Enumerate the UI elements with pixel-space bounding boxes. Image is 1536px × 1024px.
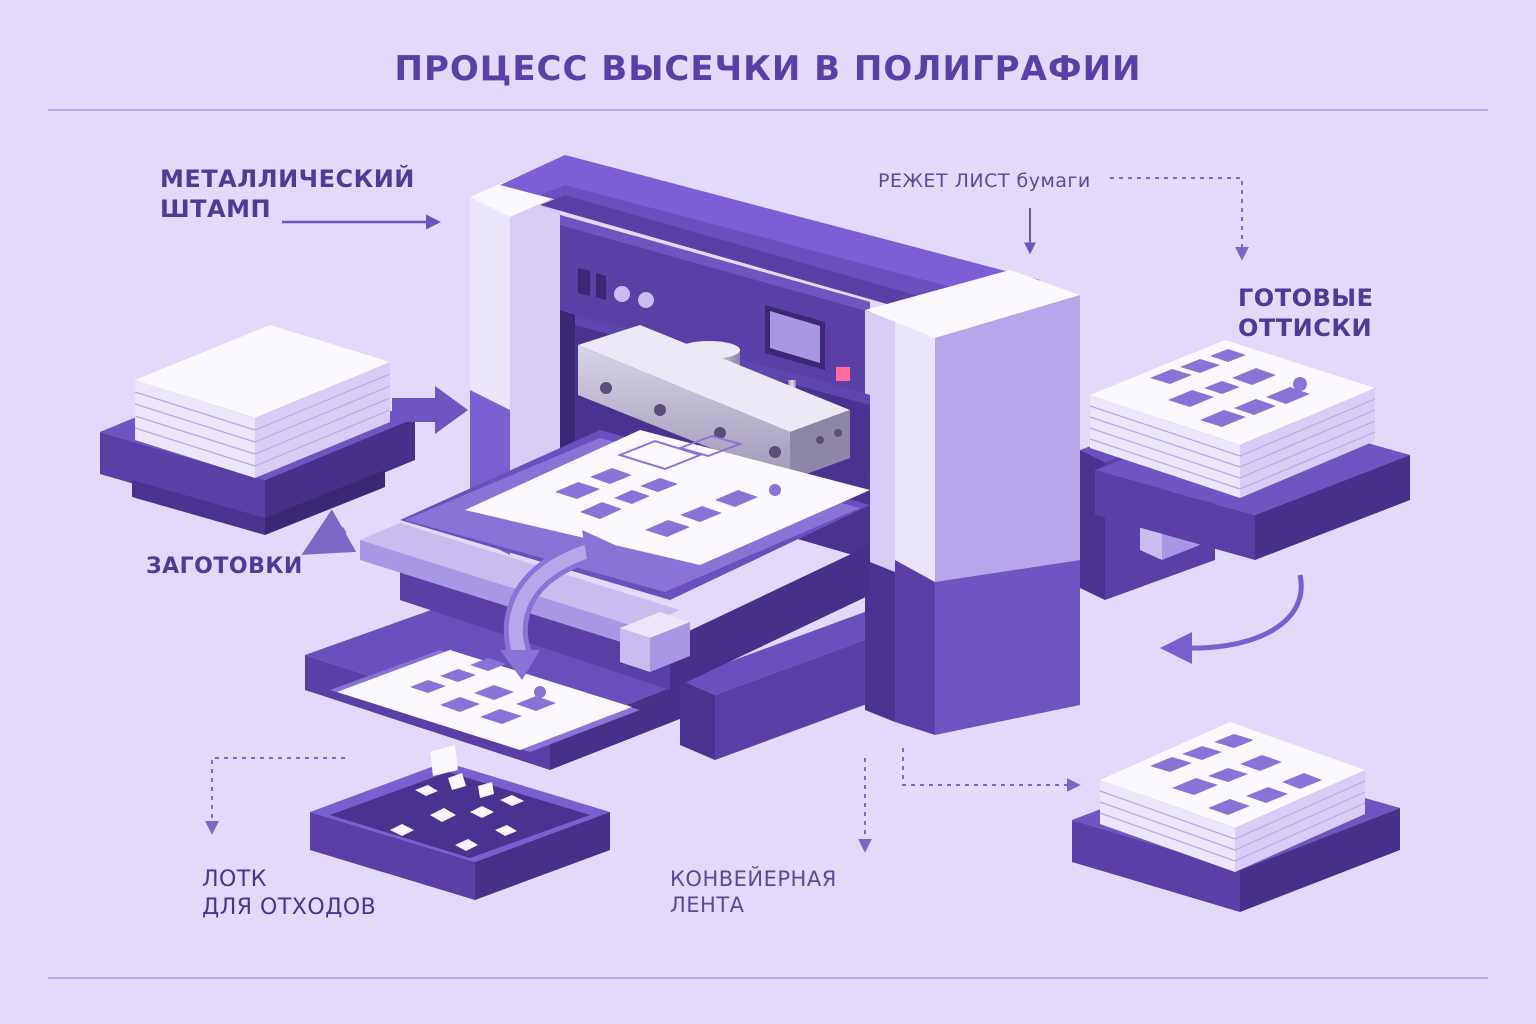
- label-conveyor-belt-line2: ЛЕНТА: [670, 893, 745, 918]
- conveyor-base: [680, 610, 905, 760]
- curved-arrow-output: [1160, 574, 1304, 664]
- machine-top: [500, 155, 1040, 312]
- label-conveyor-belt: КОНВЕЙЕРНАЯ ЛЕНТА: [670, 866, 837, 919]
- machine-right-tower: [865, 270, 1080, 735]
- page-title: ПРОЦЕСС ВЫСЕЧКИ В ПОЛИГРАФИИ: [394, 49, 1142, 89]
- label-finished-prints-line2: ОТТИСКИ: [1238, 314, 1373, 342]
- machine-control-panel: [540, 195, 975, 395]
- label-blanks: ЗАГОТОВКИ: [146, 554, 303, 579]
- label-finished-prints: ГОТОВЫЕ ОТТИСКИ: [1238, 283, 1374, 343]
- metal-stamp: [578, 325, 850, 480]
- label-cuts-sheet: РЕЖЕТ ЛИСТ бумаги: [878, 170, 1091, 192]
- label-waste-tray: ЛОТК ДЛЯ ОТХОДОВ: [202, 866, 376, 921]
- finished-paper-stack-upper: [1089, 340, 1376, 498]
- blank-paper-stack: [134, 325, 391, 478]
- finished-dashed-arrow: [1110, 177, 1249, 261]
- label-waste-tray-line1: ЛОТК: [202, 867, 267, 892]
- label-metal-stamp: МЕТАЛЛИЧЕСКИЙ ШТАМП: [160, 164, 415, 224]
- label-metal-stamp-line1: МЕТАЛЛИЧЕСКИЙ: [160, 165, 415, 193]
- label-waste-tray-line2: ДЛЯ ОТХОДОВ: [202, 894, 377, 920]
- input-arrow: [392, 386, 468, 434]
- waste-dashed-arrow: [205, 757, 345, 835]
- output-dashed-arrow: [902, 748, 1081, 792]
- falling-scraps: [430, 745, 494, 798]
- lower-drawer: [305, 605, 690, 770]
- waste-tray: [310, 762, 610, 900]
- paper-sheet: [465, 430, 870, 565]
- label-conveyor-belt-line1: КОНВЕЙЕРНАЯ: [670, 867, 837, 891]
- label-metal-stamp-line2: ШТАМП: [160, 195, 272, 223]
- label-finished-prints-line1: ГОТОВЫЕ: [1238, 284, 1374, 312]
- curved-arrow-sheet-to-drawer: [500, 530, 615, 680]
- finished-paper-stack-lower: [1099, 722, 1366, 872]
- blanks-pointer-arrow: [301, 509, 357, 555]
